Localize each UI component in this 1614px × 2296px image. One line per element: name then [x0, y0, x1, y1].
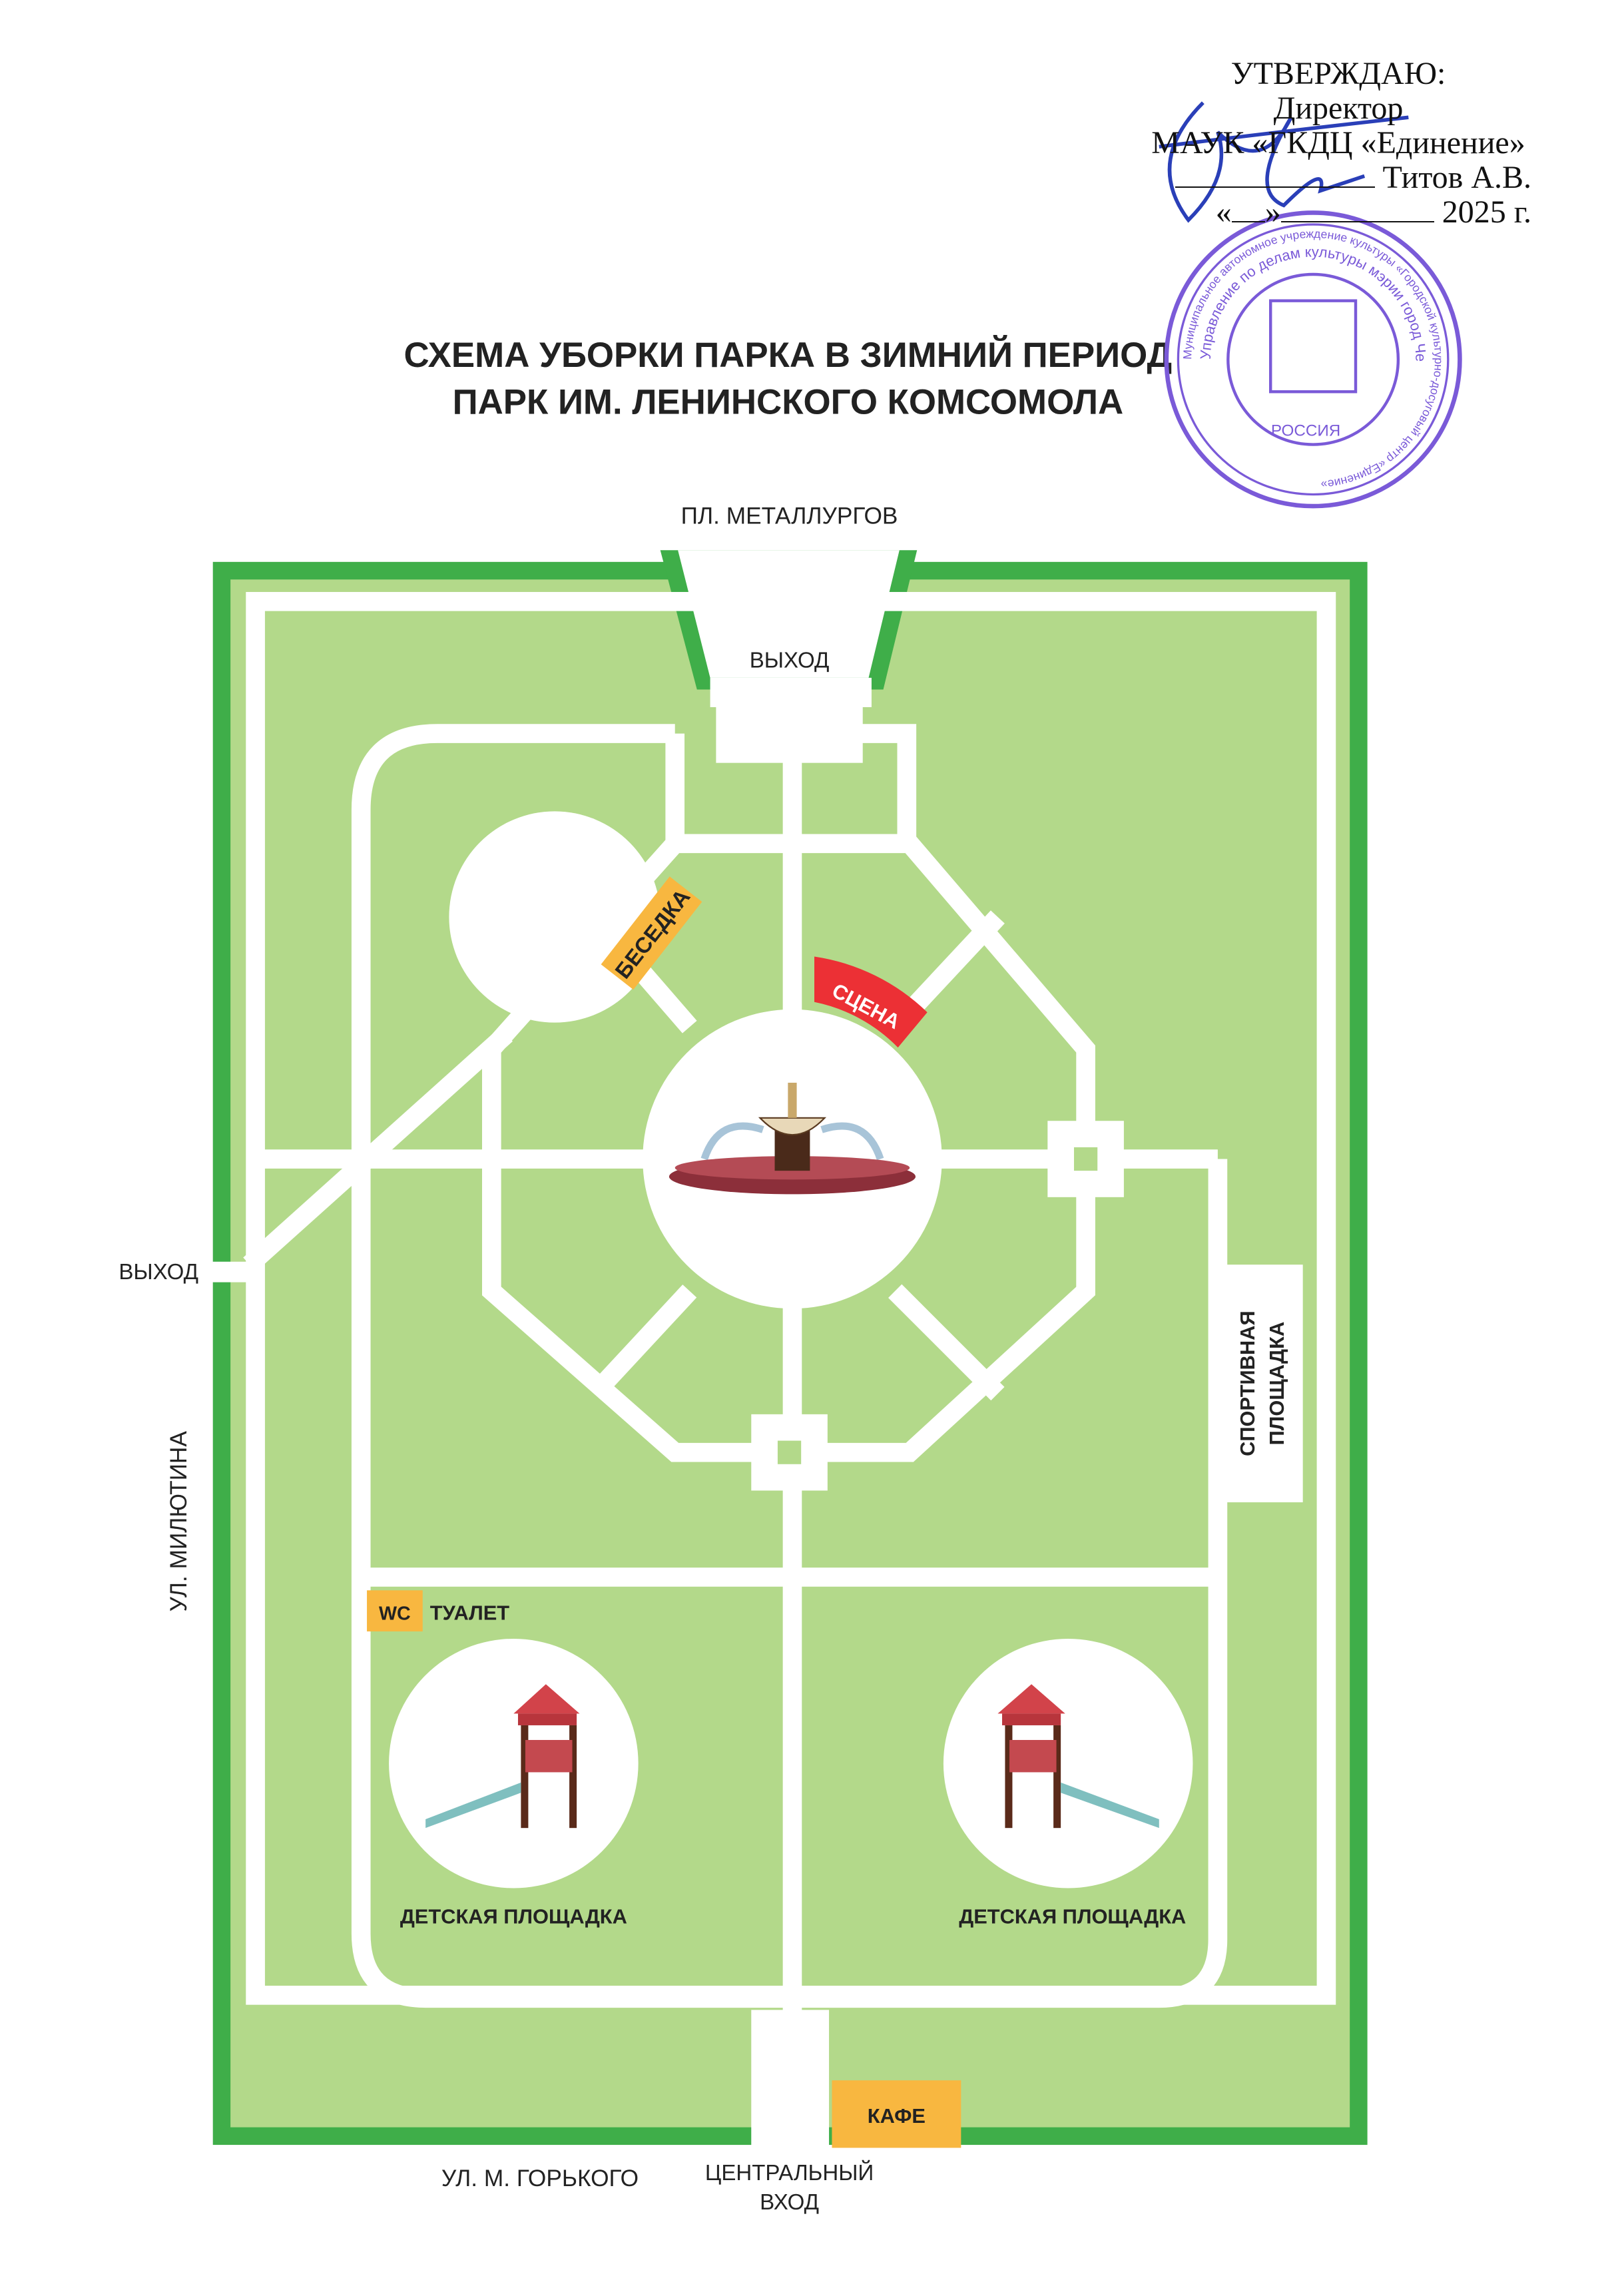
- street-top-label: ПЛ. МЕТАЛЛУРГОВ: [681, 503, 898, 529]
- sports-label-line2: ПЛОЩАДКА: [1265, 1322, 1288, 1446]
- cafe-badge: [832, 2080, 961, 2148]
- title-line-2: ПАРК ИМ. ЛЕНИНСКОГО КОМСОМОЛА: [453, 382, 1124, 422]
- main-entrance-line1: ЦЕНТРАЛЬНЫЙ: [705, 2160, 874, 2185]
- stage-badge: [814, 956, 928, 1048]
- approval-name-line: Титов А.В.: [1132, 160, 1545, 195]
- title-line-1: СХЕМА УБОРКИ ПАРКА В ЗИМНИЙ ПЕРИОД: [404, 334, 1172, 375]
- wc-badge: [367, 1590, 423, 1631]
- sports-label-line1: СПОРТИВНАЯ: [1236, 1310, 1259, 1456]
- approval-name: Титов А.В.: [1382, 160, 1532, 195]
- exit-top-label: ВЫХОД: [750, 648, 830, 673]
- signature: [1159, 101, 1409, 223]
- playground-left-area: [389, 1638, 639, 1888]
- toilet-label: ТУАЛЕТ: [430, 1601, 510, 1624]
- approval-date-line: «» 2025 г.: [1215, 194, 1531, 230]
- playground-left-label: ДЕТСКАЯ ПЛОЩАДКА: [400, 1904, 627, 1928]
- svg-text:РОССИЯ: РОССИЯ: [1271, 422, 1340, 439]
- street-bottom-label: УЛ. М. ГОРЬКОГО: [441, 2165, 639, 2191]
- wc-label: WC: [379, 1603, 411, 1624]
- approval-block: УТВЕРЖДАЮ: Директор МАУК «ГКДЦ «Единение…: [1132, 57, 1545, 230]
- approval-position: Директор: [1273, 91, 1404, 126]
- main-entrance-line2: ВХОД: [760, 2190, 819, 2215]
- playground-icon-left: [425, 1684, 580, 1829]
- exit-top-plaza: [716, 689, 863, 763]
- exit-left-label: ВЫХОД: [119, 1260, 198, 1285]
- playground-right-label: ДЕТСКАЯ ПЛОЩАДКА: [959, 1904, 1186, 1928]
- paths: [243, 591, 1336, 2142]
- fountain-icon: [669, 1082, 916, 1195]
- playground-icon-right: [997, 1684, 1159, 1829]
- cafe-label: КАФЕ: [868, 2104, 926, 2128]
- approval-title: УТВЕРЖДАЮ:: [1230, 56, 1446, 91]
- gazebo-area: [449, 811, 661, 1023]
- svg-text:Муниципальное автономное учреж: Муниципальное автономное учреждение куль…: [1181, 227, 1446, 492]
- sports-area: [1226, 1265, 1303, 1503]
- street-left-label: УЛ. МИЛЮТИНА: [166, 1431, 192, 1612]
- approval-year: 2025 г.: [1442, 194, 1531, 230]
- approval-organization: МАУК «ГКДЦ «Единение»: [1151, 125, 1525, 160]
- playground-right-area: [943, 1638, 1193, 1888]
